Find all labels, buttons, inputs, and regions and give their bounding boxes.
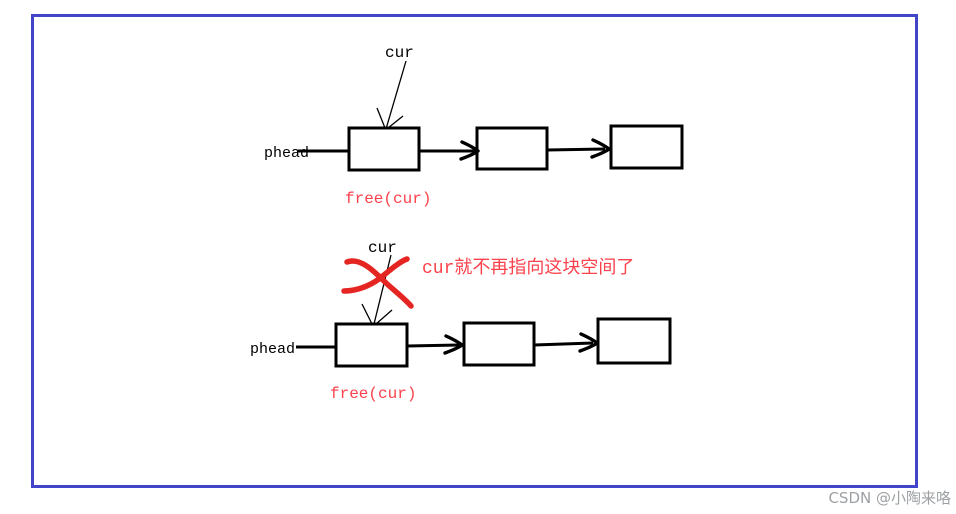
next-pointer-arrowhead-2b xyxy=(590,147,611,159)
cur-pointer-line xyxy=(373,254,392,325)
next-pointer-line-2 xyxy=(533,341,594,347)
free-call-label: free(cur) xyxy=(330,385,416,403)
red-cross-icon xyxy=(341,256,410,294)
phead-label: phead xyxy=(250,341,295,358)
cur-pointer-line xyxy=(385,60,407,130)
node-box-2 xyxy=(475,126,549,171)
diagram-top: cur phead free(cur) xyxy=(264,44,684,208)
node-box-2 xyxy=(462,321,536,367)
diagram-bottom: cur cur就不再指向这块空间了 phead free xyxy=(250,239,672,403)
free-call-label: free(cur) xyxy=(345,190,431,208)
node-box-1 xyxy=(334,322,409,368)
next-pointer-arrowhead-1b xyxy=(459,149,480,161)
cur-pointer-arrowhead-right xyxy=(375,309,393,325)
annotation-label: cur就不再指向这块空间了 xyxy=(422,257,634,279)
cur-label: cur xyxy=(368,239,397,257)
cur-pointer-arrowhead-right xyxy=(387,115,404,129)
node-box-1 xyxy=(347,126,421,172)
next-pointer-line-1 xyxy=(406,343,460,348)
next-pointer-arrowhead-2b xyxy=(578,341,599,353)
watermark-label: CSDN @小陶来咯 xyxy=(828,489,951,507)
cur-pointer-arrowhead-left xyxy=(376,107,386,129)
frame-border xyxy=(31,14,918,488)
cur-label: cur xyxy=(385,44,414,62)
next-pointer-arrowhead-1b xyxy=(443,343,464,355)
next-pointer-line-2 xyxy=(546,147,606,152)
node-box-3 xyxy=(609,124,684,170)
phead-label: phead xyxy=(264,145,309,162)
red-cross-icon xyxy=(344,258,414,309)
cur-pointer-arrowhead-left xyxy=(361,303,373,325)
node-box-3 xyxy=(596,317,672,365)
